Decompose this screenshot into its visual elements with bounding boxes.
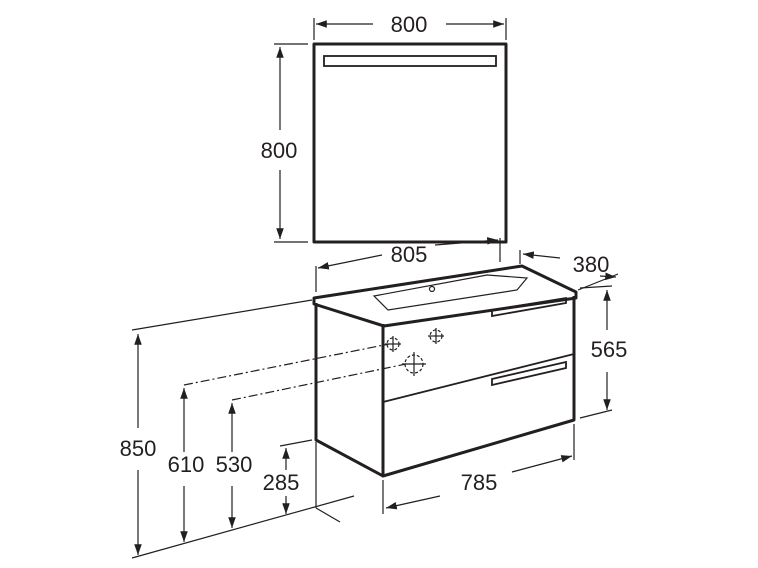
basin-width-dimension [315,237,501,292]
plumbing-points [385,328,444,376]
drain-height-1-label: 610 [168,452,205,477]
overall-height-label: 850 [120,436,157,461]
floor-gap-label: 285 [263,470,300,495]
lower-drawer-handle [491,360,567,387]
basin-width-label: 805 [391,242,428,267]
drain-height-2-label: 530 [216,452,253,477]
cabinet-front [381,296,576,478]
cabinet-width-dimension [382,424,575,514]
cabinet-height-dimension [579,285,613,419]
mirror [312,42,508,244]
sink-bowl [372,274,529,311]
upper-drawer-handle [491,296,567,318]
overall-height-dimension [131,299,355,559]
mirror-width-label: 800 [391,12,428,37]
drawer-divider [382,353,575,403]
tap-hole [428,285,436,293]
water-inlet-right-icon [428,328,444,344]
mirror-height-dimension [274,43,308,243]
cabinet-left-side [314,303,384,478]
floor-gap-dimension [279,439,313,514]
cabinet-height-label: 565 [591,337,628,362]
depth-label: 380 [573,252,610,277]
mirror-width-dimension [313,18,507,40]
cabinet-width-label: 785 [461,470,498,495]
mirror-light-strip [323,55,497,67]
vanity-cabinet [312,264,578,478]
basin-top [312,264,578,328]
mirror-height-label: 800 [261,138,298,163]
projection-lines [183,343,407,401]
